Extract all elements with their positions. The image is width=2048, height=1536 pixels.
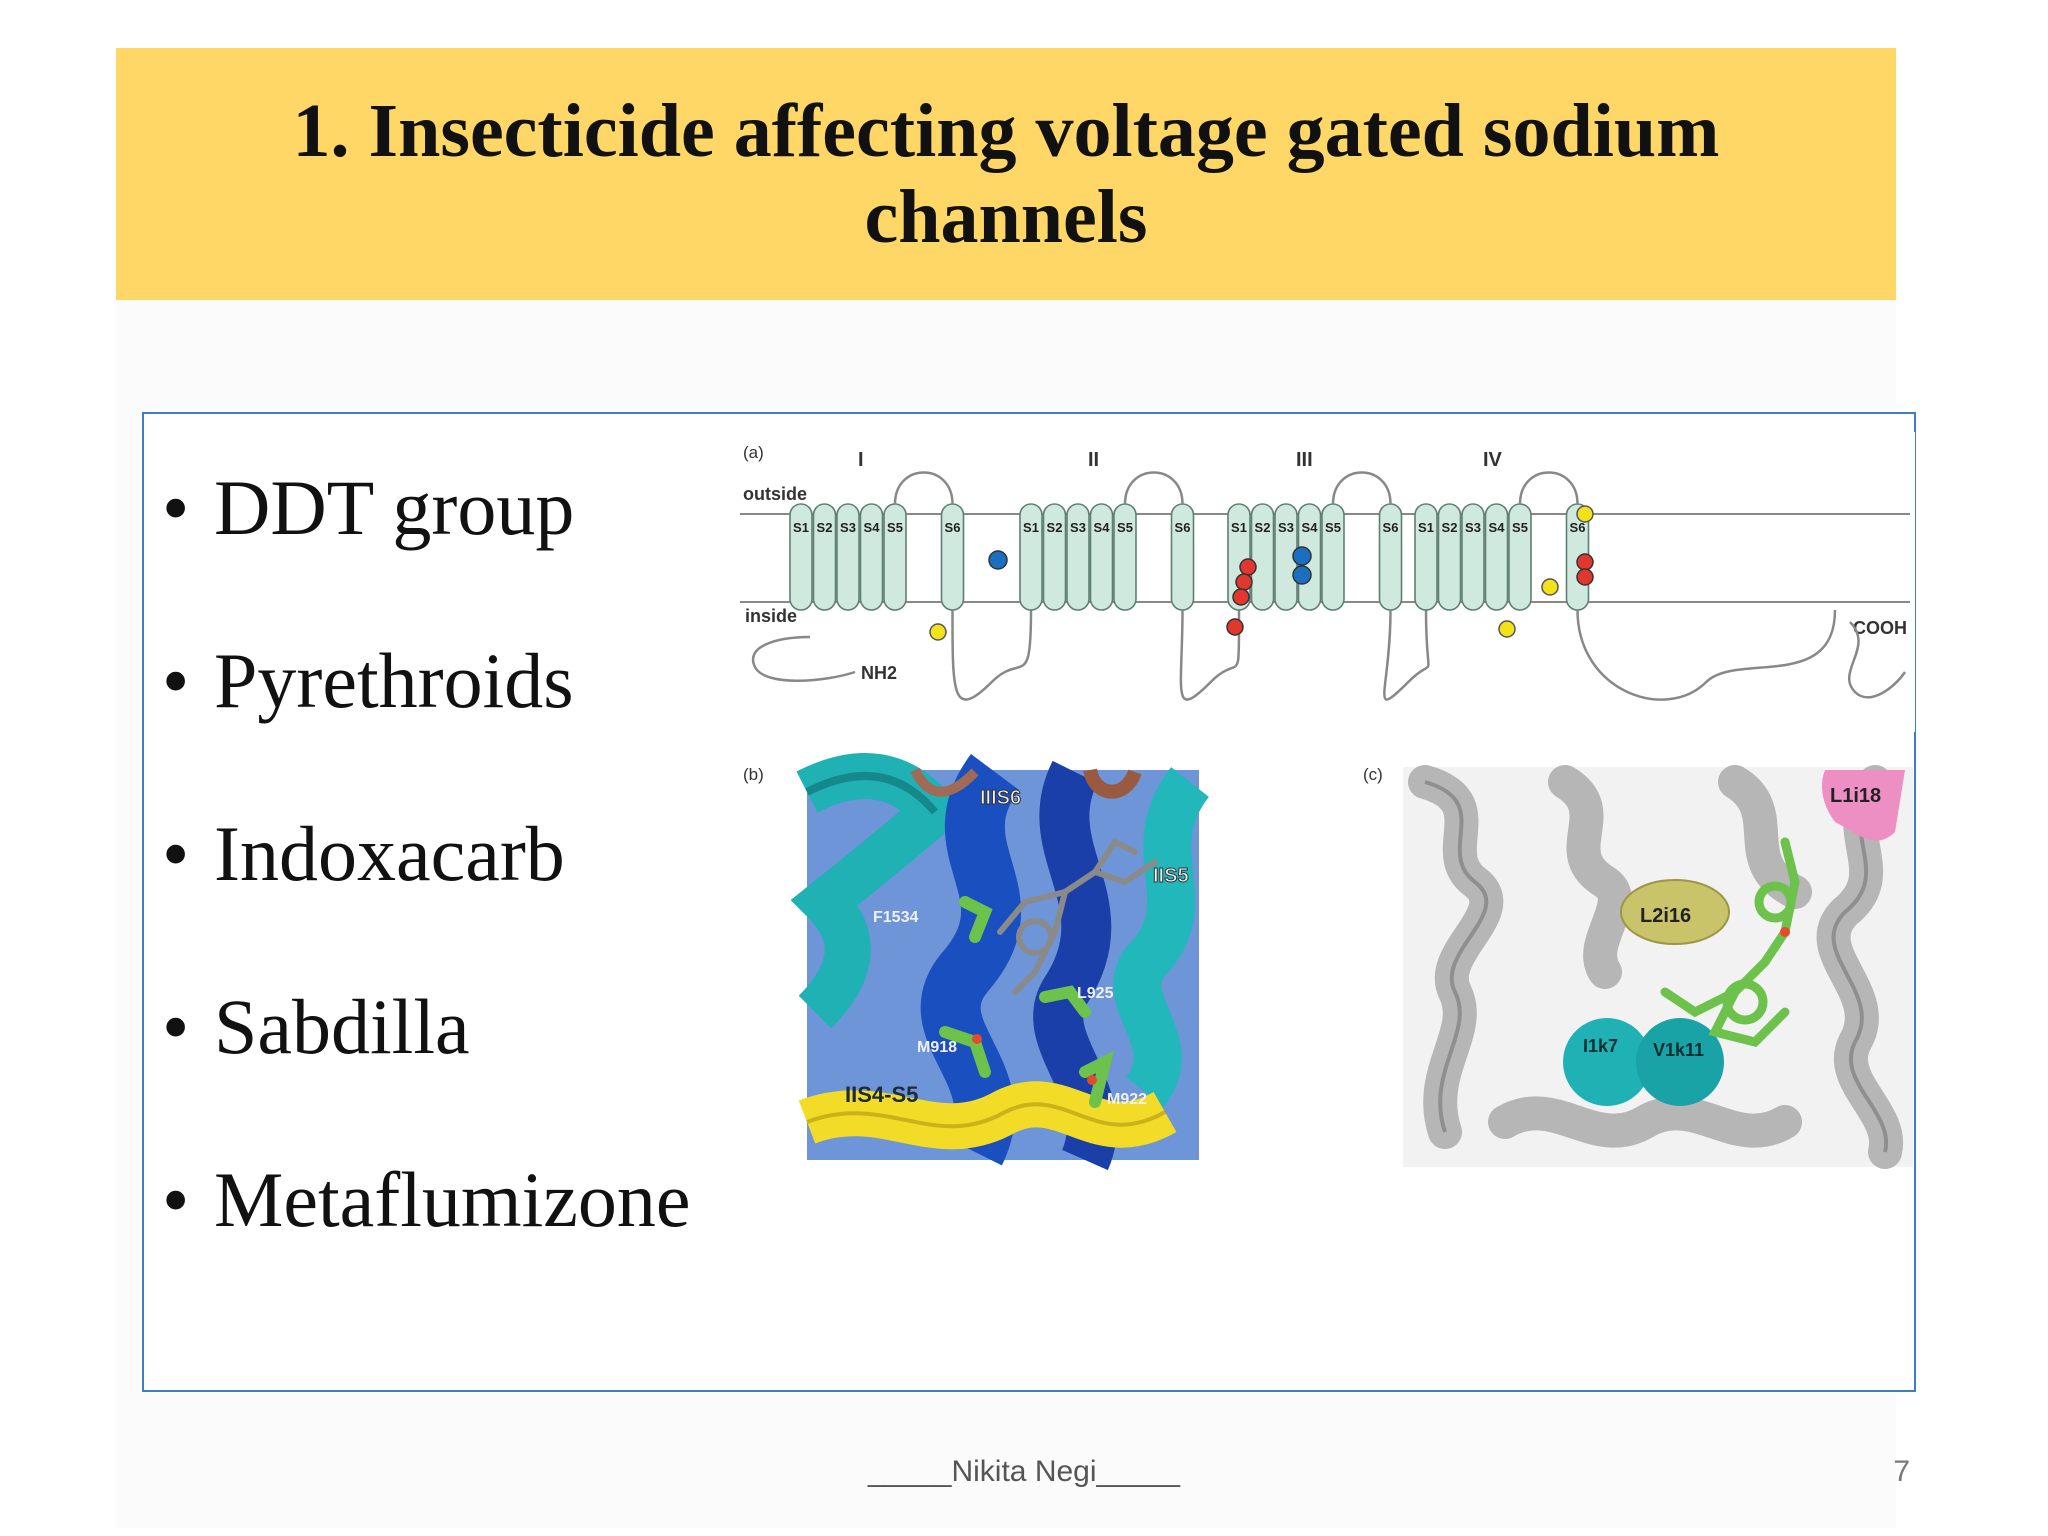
segment-label: S1 [1023,520,1039,535]
f1534-label: F1534 [873,909,918,926]
bullet-glyph: • [162,464,190,551]
bullet-text: DDT group [214,464,575,551]
segment-label: S3 [840,520,856,535]
segment-label: S5 [1325,520,1341,535]
segment-label: S2 [1047,520,1063,535]
segment-label: S6 [945,520,961,535]
panel-c-structure: (c) L1i18 L2i16 I1k7 [1363,765,1913,1169]
domain-label: III [1296,449,1313,471]
bullet-glyph: • [162,637,190,724]
segment-helix [1484,503,1509,611]
iis4s5-label: IIS4-S5 [845,1082,918,1107]
inside-label: inside [745,606,797,626]
segment-helix [836,503,860,611]
m922-label: M922 [1107,1091,1147,1108]
segment-helix [1437,503,1462,611]
segment-label: S5 [887,520,903,535]
domain-label: II [1088,449,1099,471]
segment-label: S4 [864,520,881,535]
bullet-item: • DDT group [162,438,691,611]
bullet-item: • Pyrethroids [162,611,691,784]
slide-title: 1. Insecticide affecting voltage gated s… [292,89,1720,259]
segment-label: S4 [1489,520,1506,535]
segment-helix [789,503,813,611]
segment-label: S3 [1278,520,1294,535]
outside-label: outside [743,484,807,504]
footer-author: _____Nikita Negi_____ [868,1455,1180,1488]
domain-I: I S1 S2 S3 S4 S5 S6 [789,449,1033,701]
segment-helix [859,503,884,611]
domain-II: II S1 S2 S3 S4 S5 S6 [1019,449,1241,701]
segment-label: S6 [1383,520,1399,535]
l925-label: L925 [1077,985,1114,1002]
segment-helix [812,503,837,611]
panel-b-label: (b) [743,765,764,784]
cooh-label: COOH [1853,618,1907,638]
teal-helix-left [790,753,968,1029]
bullet-glyph: • [162,1156,190,1243]
segment-label: S4 [1302,520,1319,535]
segment-helix [1461,503,1485,611]
l2i16-label: L2i16 [1640,905,1691,927]
segment-label: S2 [1255,520,1271,535]
segment-label: S3 [1465,520,1481,535]
segment-helix [1019,503,1043,611]
iis5-label: IIS5 [1153,865,1189,887]
segment-helix [1042,503,1067,611]
domains-layer: I S1 S2 S3 S4 S5 S6 II S1 S2 S3 S4 S5 S6 III S1 S2 S3 S4 S5… [789,449,1837,701]
iiis6-label: IIIS6 [980,787,1021,809]
bullet-list: • DDT group • Pyrethroids • Indoxacarb • Sab… [162,438,691,1303]
panel-b-structure: (b) IIIS6 [743,753,1210,1171]
segment-label: S6 [1570,520,1586,535]
bullet-text: Metaflumizone [214,1156,691,1243]
bullet-glyph: • [162,983,190,1070]
bullet-text: Indoxacarb [214,810,565,897]
nh2-label: NH2 [861,663,897,683]
segment-label: S5 [1512,520,1528,535]
sodium-channel-figure: (a) outside inside I S1 S2 S3 S4 S5 S6 II S1 S2 S3… [735,432,1915,1171]
segment-label: S2 [1442,520,1458,535]
bullet-item: • Sabdilla [162,957,691,1130]
segment-label: S6 [1175,520,1191,535]
l1i18-label: L1i18 [1830,785,1881,807]
domain-label: I [858,449,864,471]
panel-a-label: (a) [743,443,764,462]
segment-helix [1250,503,1275,611]
bullet-item: • Metaflumizone [162,1130,691,1303]
bullet-text: Pyrethroids [214,637,574,724]
segment-label: S1 [1418,520,1434,535]
i1k7-label: I1k7 [1583,1036,1618,1056]
panel-c-label: (c) [1363,765,1383,784]
ligand-sticks [997,838,1158,995]
segment-helix [1066,503,1090,611]
segment-label: S5 [1117,520,1133,535]
m918-label: M918 [917,1039,957,1056]
domain-IV: IV S1 S2 S3 S4 S5 S6 [1414,449,1837,701]
segment-helix [1089,503,1114,611]
bullet-glyph: • [162,810,190,897]
v1k11-label: V1k11 [1653,1040,1704,1060]
domain-label: IV [1483,449,1503,471]
title-band: 1. Insecticide affecting voltage gated s… [116,48,1896,300]
bullet-text: Sabdilla [214,983,470,1070]
segment-label: S2 [817,520,833,535]
page-number: 7 [1893,1455,1910,1488]
segment-helix [1414,503,1438,611]
segment-label: S3 [1070,520,1086,535]
segment-label: S1 [793,520,809,535]
panel-a-topology: (a) outside inside I S1 S2 S3 S4 S5 S6 II S1 S2 S3… [735,432,1915,732]
bullet-item: • Indoxacarb [162,784,691,957]
segment-label: S1 [1231,520,1247,535]
segment-label: S4 [1094,520,1111,535]
